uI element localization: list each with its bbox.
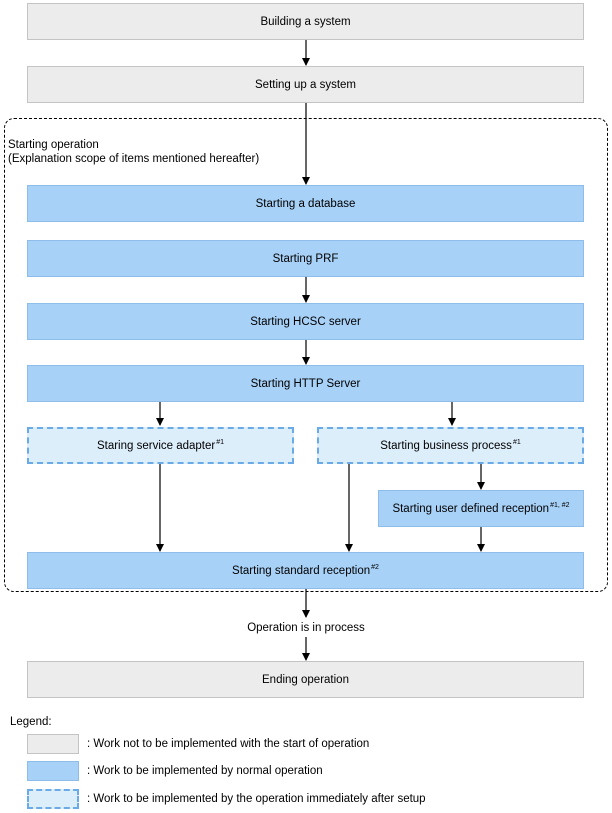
step-starting-database-label: Starting a database [255, 197, 356, 210]
step-starting-hcsc-server: Starting HCSC server [27, 303, 584, 340]
step-starting-service-adapter: Staring service adapter#1 [27, 427, 294, 464]
step-starting-prf-label: Starting PRF [272, 252, 339, 265]
step-setting-up-system: Setting up a system [27, 66, 584, 103]
step-starting-business-process: Starting business process#1 [317, 427, 584, 464]
legend-text-gray: : Work not to be implemented with the st… [87, 738, 370, 750]
step-starting-business-process-label: Starting business process#1 [380, 439, 521, 452]
footnote-marker: #1 [512, 439, 521, 446]
step-starting-standard-reception: Starting standard reception#2 [27, 552, 584, 589]
footnote-marker: #2 [371, 564, 379, 571]
step-ending-operation: Ending operation [27, 661, 584, 698]
step-starting-user-defined-reception-label: Starting user defined reception#1, #2 [392, 502, 570, 515]
scope-title: Starting operation [8, 139, 99, 151]
step-starting-database: Starting a database [27, 185, 584, 222]
legend-swatch-dashed [27, 789, 79, 809]
operation-in-process-label: Operation is in process [247, 622, 365, 634]
step-starting-user-defined-reception: Starting user defined reception#1, #2 [378, 490, 584, 527]
step-starting-standard-reception-label: Starting standard reception#2 [232, 564, 379, 577]
legend-swatch-gray [27, 734, 79, 754]
step-starting-hcsc-server-label: Starting HCSC server [250, 315, 361, 328]
step-building-system: Building a system [27, 3, 584, 40]
footnote-marker: #1, #2 [550, 502, 570, 509]
step-starting-http-server-label: Starting HTTP Server [250, 377, 361, 390]
footnote-marker: #1 [216, 439, 225, 446]
step-ending-operation-label: Ending operation [262, 673, 349, 686]
step-setting-up-system-label: Setting up a system [255, 78, 356, 91]
step-building-system-label: Building a system [260, 15, 351, 28]
legend-text-blue: : Work to be implemented by normal opera… [87, 765, 323, 777]
legend-swatch-blue [27, 761, 79, 781]
legend-text-dashed: : Work to be implemented by the operatio… [87, 793, 426, 805]
scope-label: Starting operation (Explanation scope of… [8, 138, 259, 166]
step-starting-service-adapter-label: Staring service adapter#1 [96, 439, 225, 452]
scope-subtitle: (Explanation scope of items mentioned he… [8, 153, 260, 165]
step-starting-http-server: Starting HTTP Server [27, 365, 584, 402]
step-starting-prf: Starting PRF [27, 240, 584, 277]
legend-title: Legend: [10, 716, 52, 728]
